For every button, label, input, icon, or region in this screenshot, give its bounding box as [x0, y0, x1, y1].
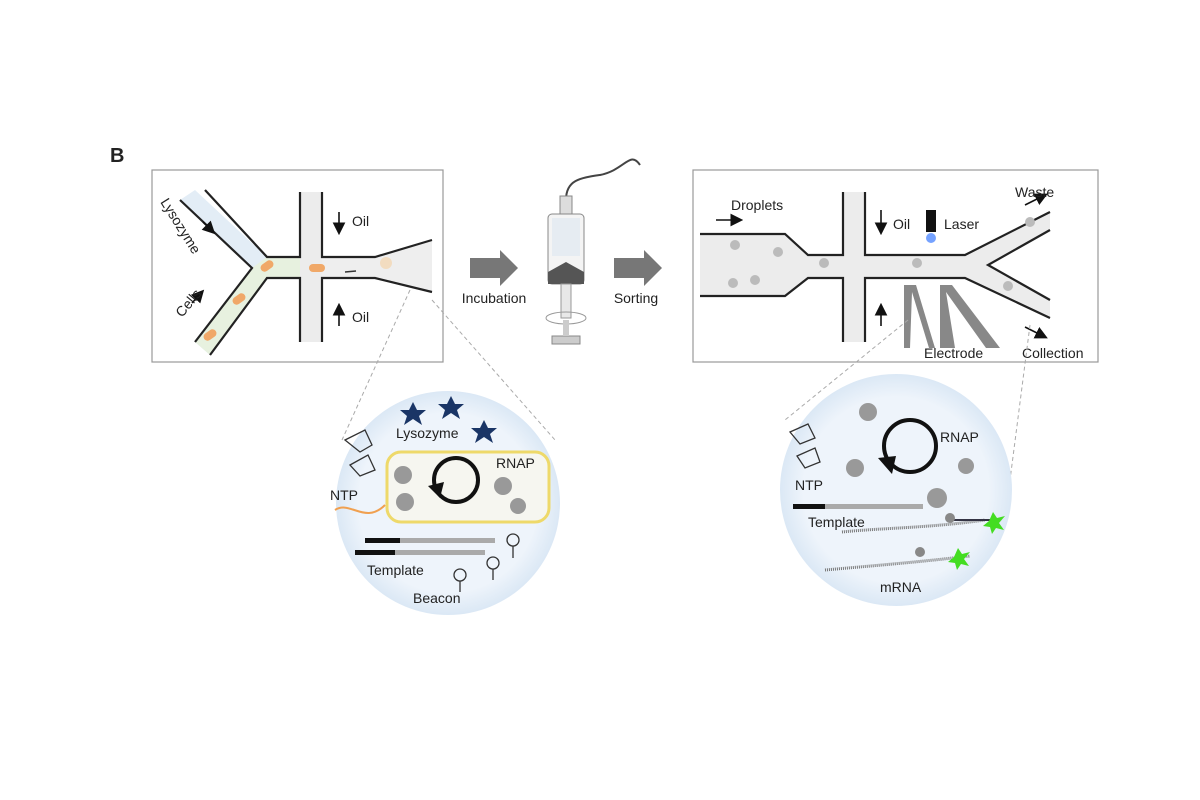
- droplet-inset-left: Lysozyme NTP RNAP Template Beacon: [330, 391, 560, 615]
- laser-label: Laser: [944, 216, 979, 232]
- inset-ntp-label: NTP: [330, 487, 358, 503]
- fluorescence-icon: [948, 548, 970, 570]
- electrode-label: Electrode: [924, 345, 983, 361]
- syringe-icon: [545, 158, 641, 345]
- inset-template-label: Template: [367, 562, 424, 578]
- inset-template-label: Template: [808, 514, 865, 530]
- plasmid-icon: [432, 456, 480, 504]
- laser-icon: [926, 210, 936, 232]
- waste-label: Waste: [1015, 184, 1054, 200]
- inset-lysozyme-label: Lysozyme: [396, 425, 459, 441]
- lysozyme-star-icon: [400, 396, 497, 443]
- fluorescence-icon: [983, 512, 1005, 534]
- encapsulation-chip: Lysozyme Cells Oil Oil: [151, 169, 444, 363]
- inset-rnap-label: RNAP: [940, 429, 979, 445]
- ntp-icon: [343, 429, 376, 477]
- inset-beacon-label: Beacon: [413, 590, 460, 606]
- inset-ntp-label: NTP: [795, 477, 823, 493]
- incubation-arrow-icon: [470, 250, 518, 286]
- droplet-inset-right: RNAP NTP Template mRNA: [780, 374, 1012, 606]
- ntp-icon: [788, 423, 821, 469]
- oil-label: Oil: [893, 216, 910, 232]
- incubation-label: Incubation: [462, 290, 527, 306]
- inset-mrna-label: mRNA: [880, 579, 922, 595]
- sorting-arrow-icon: [614, 250, 662, 286]
- oil-top-label: Oil: [352, 213, 369, 229]
- panel-label: B: [110, 145, 124, 167]
- oil-bottom-label: Oil: [352, 309, 369, 325]
- beacon-icon: [453, 533, 520, 592]
- droplets-label: Droplets: [731, 197, 783, 213]
- collection-label: Collection: [1022, 345, 1083, 361]
- plasmid-icon: [882, 418, 938, 474]
- electrode-icon: [904, 285, 1000, 348]
- inset-rnap-label: RNAP: [496, 455, 535, 471]
- sorting-chip: Droplets Oil Laser Waste Electrode Colle…: [692, 169, 1099, 363]
- sorting-label: Sorting: [614, 290, 658, 306]
